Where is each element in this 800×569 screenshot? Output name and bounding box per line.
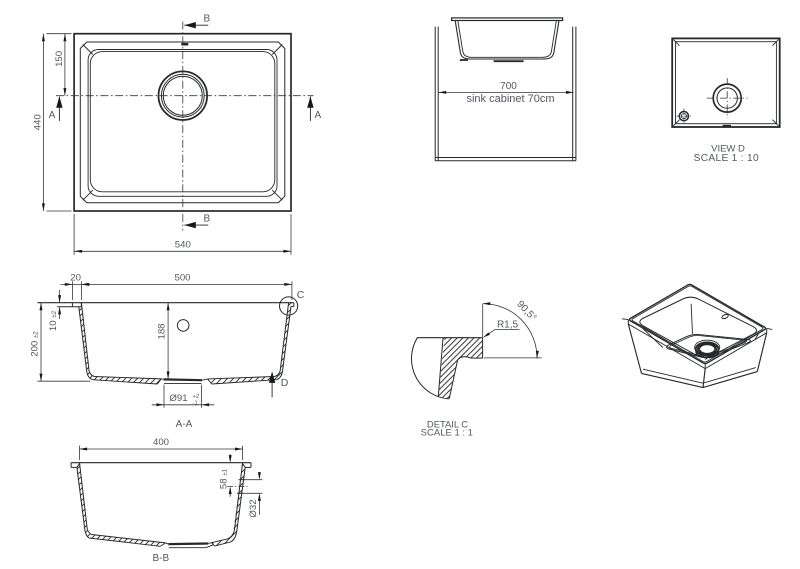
svg-text:B: B	[203, 213, 210, 224]
svg-text:500: 500	[174, 273, 190, 284]
svg-text:SCALE 1 : 10: SCALE 1 : 10	[694, 153, 759, 164]
svg-text:A: A	[314, 110, 321, 121]
svg-text:200 ±2: 200 ±2	[30, 331, 41, 357]
svg-text:540: 540	[175, 239, 191, 250]
svg-text:+2: +2	[193, 394, 200, 400]
svg-text:A: A	[49, 110, 56, 121]
svg-text:DETAIL C: DETAIL C	[427, 418, 468, 429]
svg-text:-1: -1	[193, 401, 198, 407]
svg-text:440: 440	[32, 114, 43, 130]
svg-text:58 ±1: 58 ±1	[219, 468, 230, 489]
svg-text:R1,5: R1,5	[497, 320, 519, 331]
svg-text:D: D	[281, 377, 289, 389]
svg-text:400: 400	[153, 437, 169, 448]
svg-text:10 ±2: 10 ±2	[48, 310, 59, 331]
svg-text:sink cabinet 70cm: sink cabinet 70cm	[466, 93, 554, 105]
svg-text:C: C	[297, 289, 305, 301]
svg-text:VIEW D: VIEW D	[711, 143, 745, 154]
svg-text:20: 20	[70, 273, 81, 284]
svg-text:Ø32: Ø32	[248, 499, 259, 517]
svg-text:A-A: A-A	[176, 419, 193, 430]
svg-text:150: 150	[54, 51, 65, 67]
svg-text:Ø91: Ø91	[169, 393, 187, 404]
svg-text:700: 700	[500, 81, 517, 92]
svg-text:188: 188	[157, 323, 168, 339]
svg-text:SCALE 1 : 1: SCALE 1 : 1	[421, 427, 473, 438]
svg-text:B: B	[203, 14, 210, 25]
svg-text:B-B: B-B	[152, 553, 169, 564]
